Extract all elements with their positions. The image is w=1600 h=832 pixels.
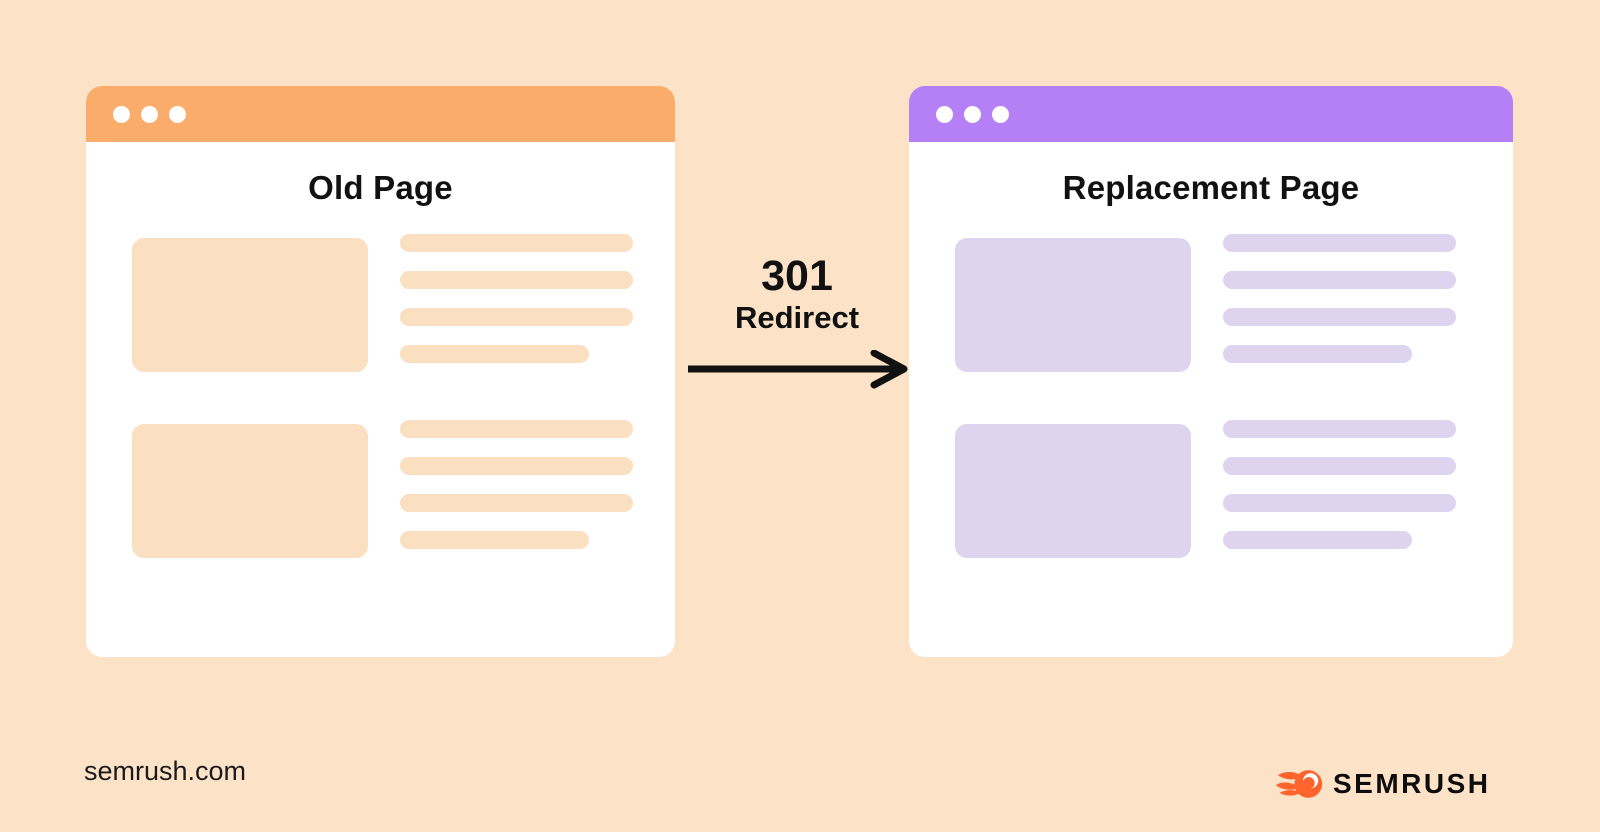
window-control-dot xyxy=(936,105,953,123)
old-page-window: Old Page xyxy=(86,86,675,657)
text-line-placeholder xyxy=(400,345,589,363)
text-line-placeholder xyxy=(1223,420,1456,438)
text-line-placeholder xyxy=(400,308,633,326)
arrow-right-icon xyxy=(688,350,908,389)
text-line-placeholder xyxy=(400,420,633,438)
content-row xyxy=(132,234,637,374)
redirect-label: Redirect xyxy=(734,300,860,335)
text-line-placeholder xyxy=(1223,271,1456,289)
replacement-page-window-titlebar xyxy=(909,86,1513,142)
window-control-dot xyxy=(141,105,158,123)
text-line-placeholder xyxy=(1223,234,1456,252)
window-control-dot xyxy=(992,105,1009,123)
replacement-page-window: Replacement Page xyxy=(909,86,1513,657)
text-line-placeholder xyxy=(400,531,589,549)
image-placeholder xyxy=(955,424,1191,558)
image-placeholder xyxy=(955,238,1191,372)
window-control-dot xyxy=(113,105,130,123)
image-placeholder xyxy=(132,238,368,372)
text-line-placeholder xyxy=(1223,345,1412,363)
text-line-placeholder xyxy=(1223,308,1456,326)
semrush-logo: SEMRUSH xyxy=(1276,768,1491,800)
text-line-placeholder xyxy=(1223,494,1456,512)
content-row xyxy=(955,420,1460,560)
text-line-placeholder xyxy=(400,234,633,252)
window-control-dot xyxy=(964,105,981,123)
image-placeholder xyxy=(132,424,368,558)
text-line-placeholder xyxy=(400,271,633,289)
text-line-placeholder xyxy=(400,457,633,475)
semrush-flame-icon xyxy=(1276,770,1323,798)
old-page-title: Old Page xyxy=(308,169,453,206)
semrush-wordmark: SEMRUSH xyxy=(1333,768,1491,799)
text-line-placeholder xyxy=(400,494,633,512)
redirect-code: 301 xyxy=(761,252,833,300)
text-line-placeholder xyxy=(1223,457,1456,475)
source-url: semrush.com xyxy=(84,756,247,786)
content-row xyxy=(955,234,1460,374)
window-control-dot xyxy=(169,105,186,123)
old-page-window-titlebar xyxy=(86,86,675,142)
text-line-placeholder xyxy=(1223,531,1412,549)
content-row xyxy=(132,420,637,560)
replacement-page-title: Replacement Page xyxy=(1062,169,1360,206)
